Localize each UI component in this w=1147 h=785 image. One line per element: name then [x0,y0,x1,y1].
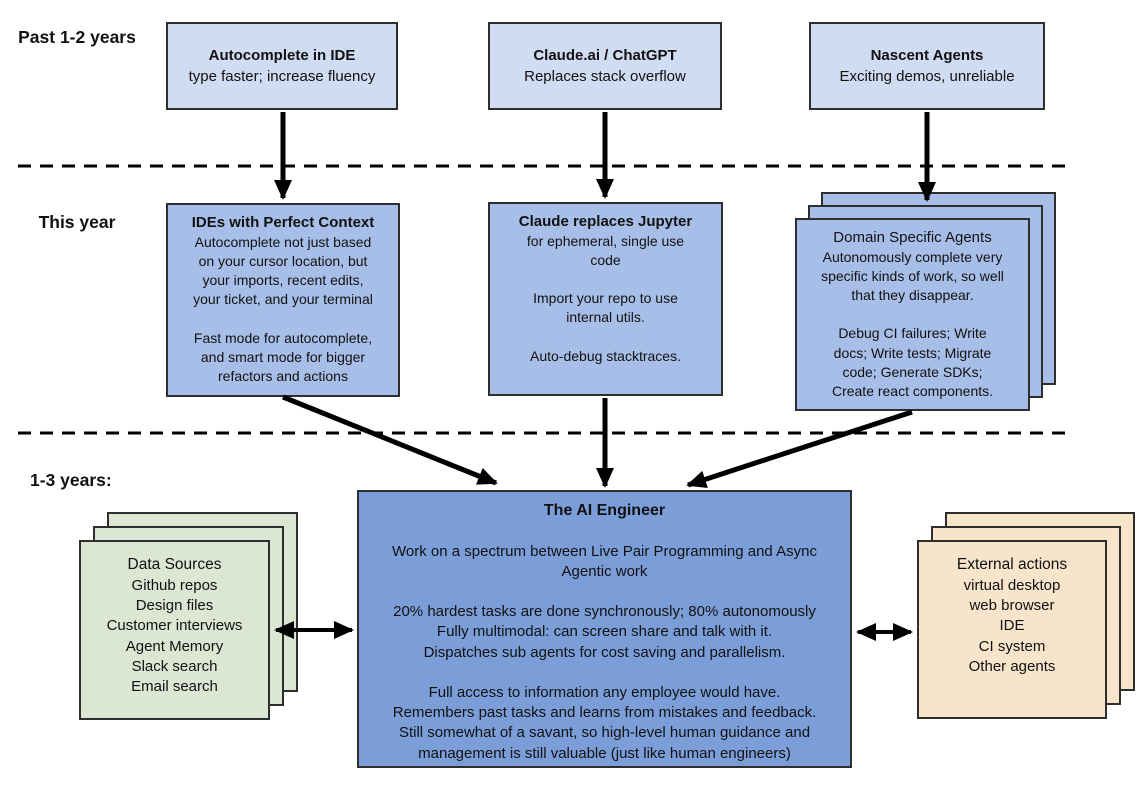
stack-front-card: External actions virtual desktop web bro… [917,540,1107,719]
box-nascent-agents: Nascent Agents Exciting demos, unreliabl… [809,22,1045,110]
box-title: The AI Engineer [543,502,666,519]
list-item: CI system [978,637,1046,655]
box-paragraph: for ephemeral, single use code [526,233,685,269]
box-ides-perfect-context: IDEs with Perfect Context Autocomplete n… [166,203,400,397]
list-item: Github repos [131,576,218,594]
list-item: Customer interviews [106,617,243,635]
box-paragraph: 20% hardest tasks are done synchronously… [393,603,816,661]
box-body: Exciting demos, unreliable [839,68,1015,85]
box-title: Claude replaces Jupyter [518,213,693,230]
box-ai-engineer: The AI Engineer Work on a spectrum betwe… [357,490,852,768]
box-paragraph: Full access to information any employee … [392,683,817,762]
box-domain-specific-agents: Domain Specific Agents Autonomously comp… [795,192,1056,411]
stack-front-card: Domain Specific Agents Autonomously comp… [795,218,1030,411]
box-external-actions: External actions virtual desktop web bro… [917,512,1135,719]
box-body: Replaces stack overflow [524,68,686,85]
list-item: IDE [999,617,1025,635]
box-paragraph: Auto-debug stacktraces. [530,347,681,364]
box-body: type faster; increase fluency [188,68,376,85]
box-paragraph: Debug CI failures; Write docs; Write tes… [831,325,994,399]
list-item: Email search [131,678,218,696]
row-label-1-3-years: 1-3 years: [30,470,112,490]
box-claude-chatgpt: Claude.ai / ChatGPT Replaces stack overf… [488,22,722,110]
box-title: IDEs with Perfect Context [191,214,375,231]
box-claude-replaces-jupyter: Claude replaces Jupyter for ephemeral, s… [488,202,723,396]
list-item: web browser [969,597,1055,615]
box-title: Domain Specific Agents [833,229,992,246]
list-item: Agent Memory [125,637,224,655]
box-title: External actions [956,556,1068,573]
stack-front-card: Data Sources Github repos Design files C… [79,540,270,720]
box-paragraph: Import your repo to use internal utils. [533,290,678,326]
box-autocomplete-in-ide: Autocomplete in IDE type faster; increas… [166,22,398,110]
list-item: virtual desktop [963,576,1061,594]
row-label-past: Past 1-2 years [18,27,136,47]
box-paragraph: Autonomously complete very specific kind… [821,249,1004,304]
box-paragraph: Autocomplete not just based on your curs… [193,234,373,308]
list-item: Slack search [131,657,218,675]
box-title: Data Sources [127,556,222,573]
box-paragraph: Work on a spectrum between Live Pair Pro… [392,542,817,580]
box-data-sources: Data Sources Github repos Design files C… [79,512,298,720]
arrow-domain-agents-to-ai-engineer [686,409,913,488]
list-item: Design files [135,597,214,615]
box-title: Nascent Agents [870,47,984,64]
box-title: Autocomplete in IDE [208,47,356,64]
box-title: Claude.ai / ChatGPT [533,47,677,64]
arrow-ides-to-ai-engineer [282,394,498,486]
row-label-this-year: This year [38,212,116,232]
box-paragraph: Fast mode for autocomplete, and smart mo… [193,329,373,384]
list-item: Other agents [968,657,1056,675]
